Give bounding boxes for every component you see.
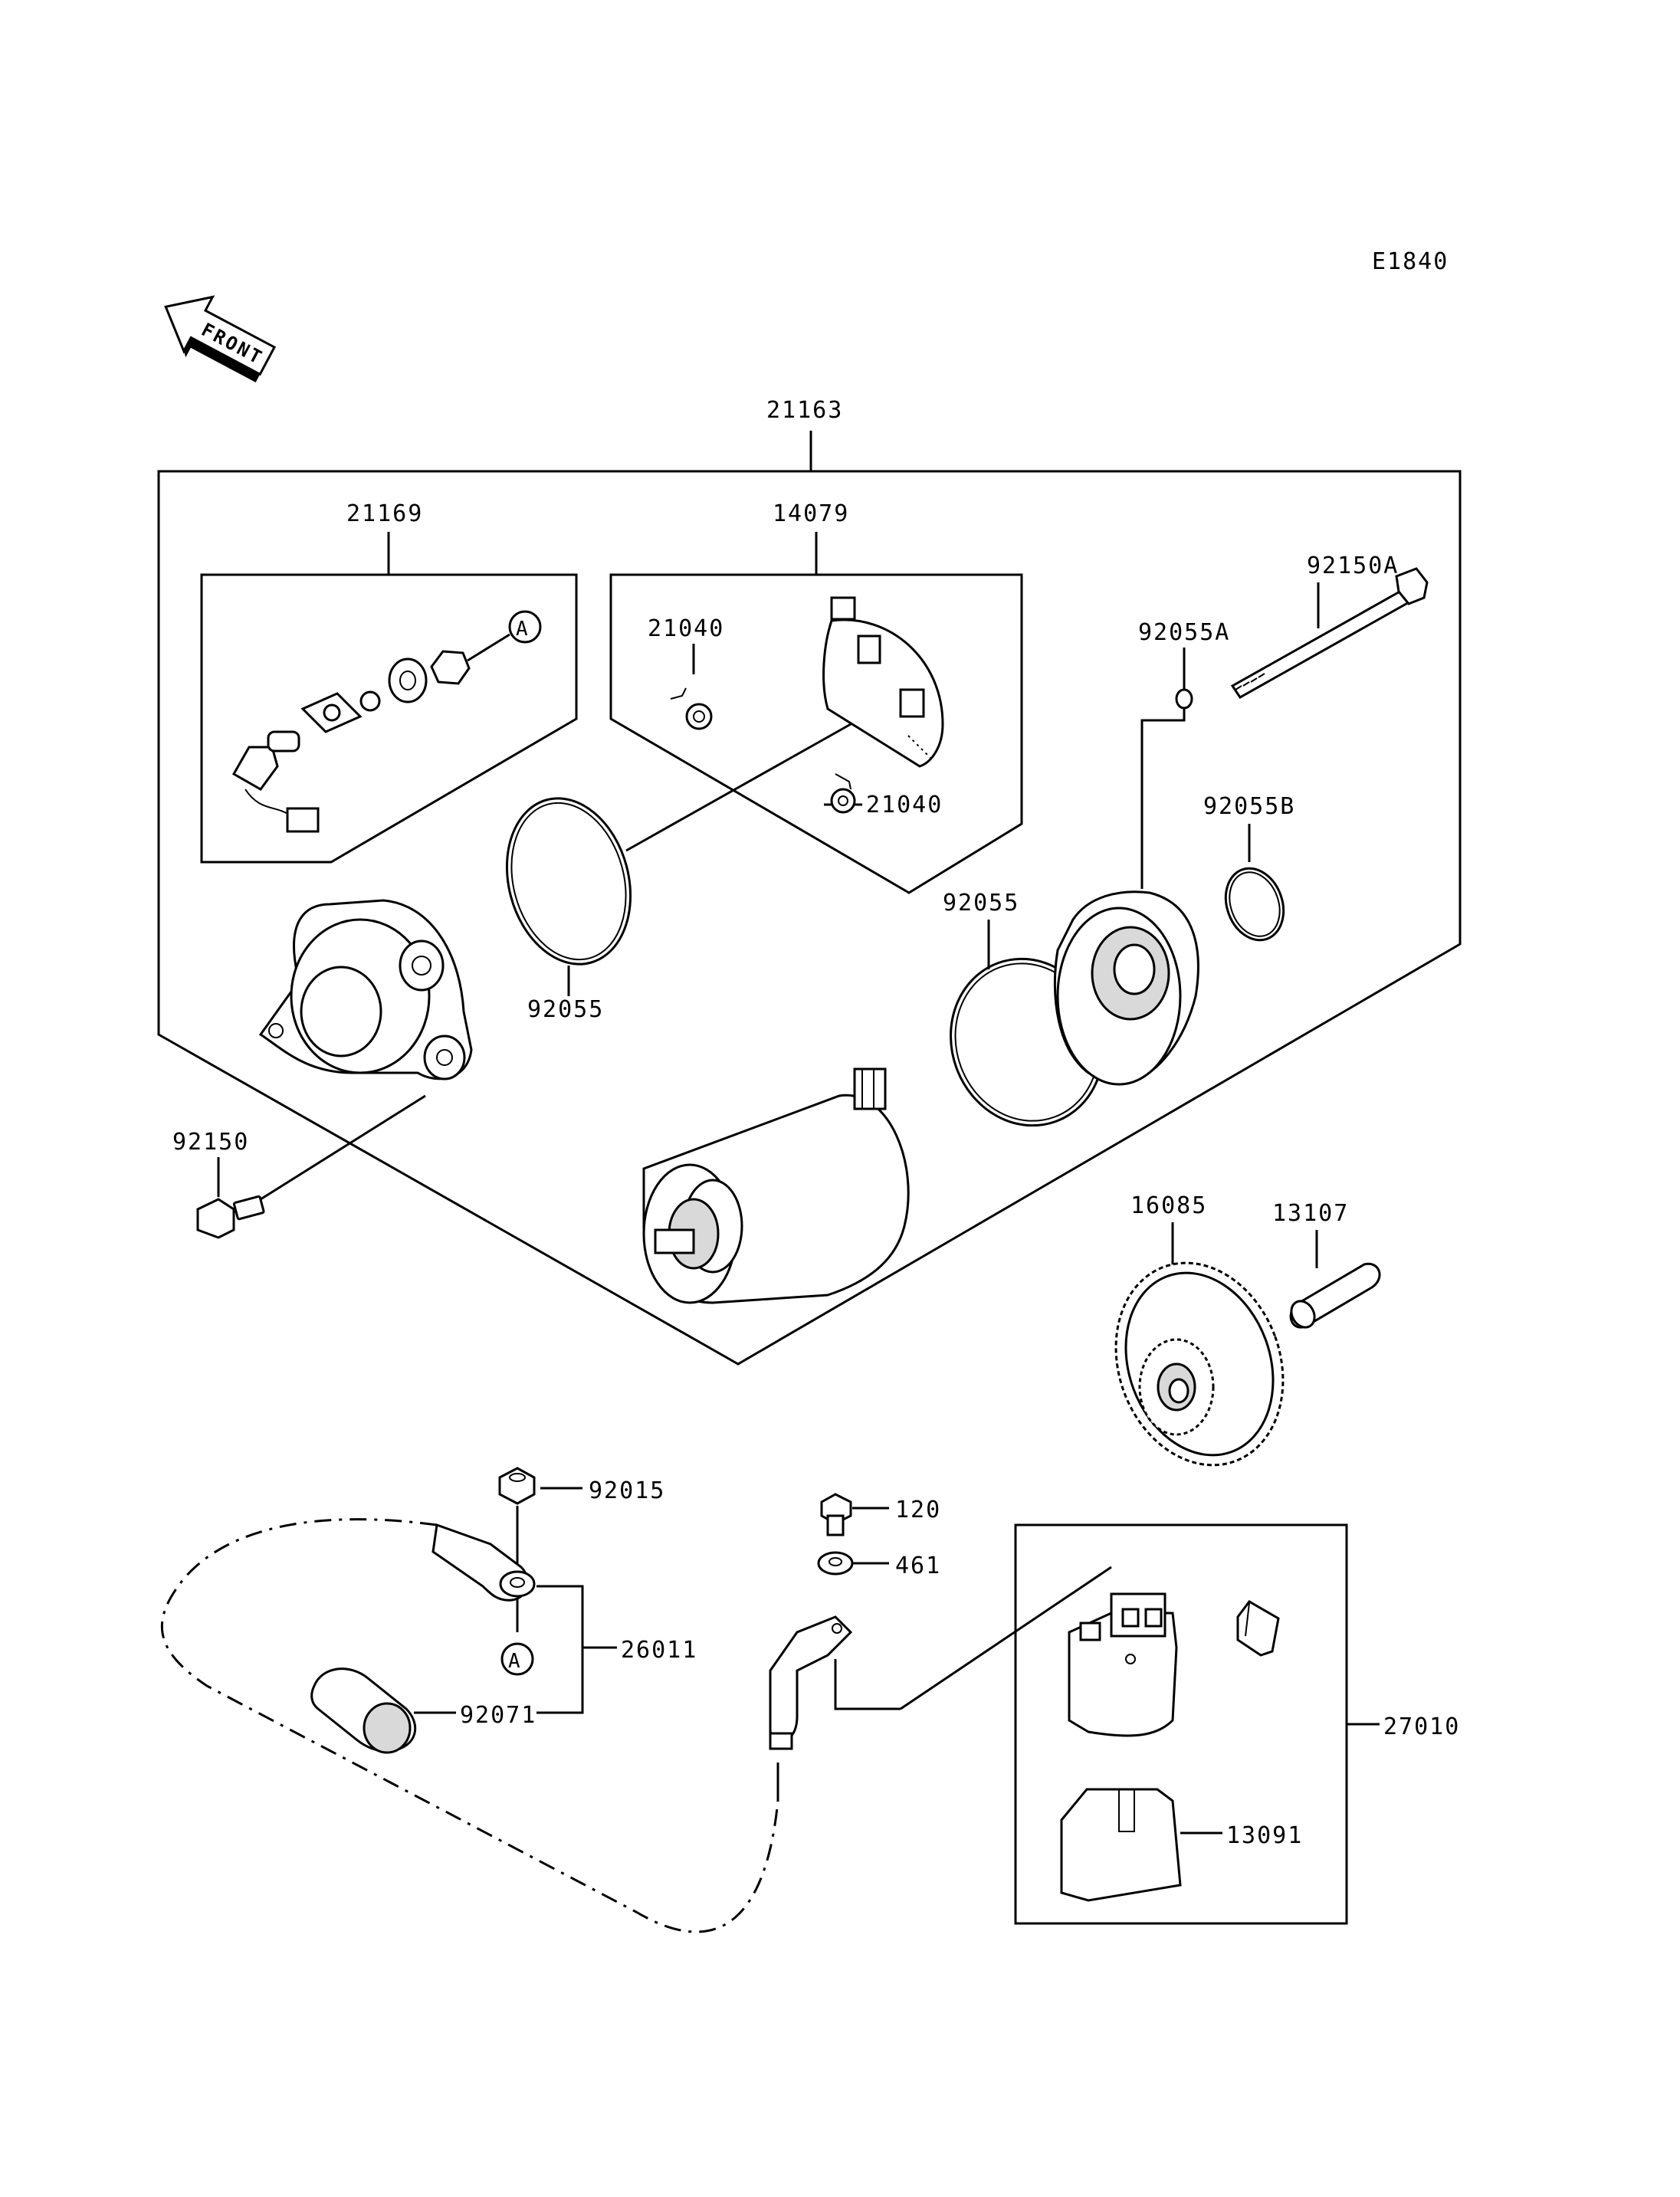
gear-shaft-13107: 13107 xyxy=(1272,1200,1381,1329)
part-13107-label: 13107 xyxy=(1272,1200,1349,1227)
through-bolt-92150a: 92150A xyxy=(1230,553,1429,699)
part-120-label: 120 xyxy=(895,1497,941,1523)
armature xyxy=(642,1067,910,1304)
o-ring-92055-left: 92055 xyxy=(505,797,632,1023)
relay-bracket: 120 461 xyxy=(769,1493,1112,1750)
callout-a-label-2: A xyxy=(508,1650,520,1673)
starter-front-cover xyxy=(258,899,473,1080)
starter-assembly-group: 21163 xyxy=(157,397,1462,1366)
part-92015-label: 92015 xyxy=(589,1477,665,1504)
o-ring-92055b: 92055B xyxy=(1203,793,1295,942)
part-27010-label: 27010 xyxy=(1383,1713,1460,1740)
part-16085-label: 16085 xyxy=(1130,1192,1207,1219)
starter-idle-gear: 16085 xyxy=(1114,1192,1285,1467)
diagram-code: E1840 xyxy=(1372,248,1449,275)
starter-rear-cover xyxy=(1053,709,1199,1086)
starter-cable: 92015 A 26011 92071 xyxy=(160,1467,779,1933)
starter-relay-group: 27010 13091 xyxy=(1014,1523,1460,1925)
callout-a-icon xyxy=(508,610,542,644)
callout-a-label: A xyxy=(516,618,528,641)
callout-a-icon-2 xyxy=(500,1642,534,1676)
part-21169-label: 21169 xyxy=(346,500,423,527)
part-92150-label: 92150 xyxy=(172,1129,249,1156)
part-92055-label-b: 92055 xyxy=(943,890,1019,917)
brush-kit-group: 21169 A xyxy=(200,500,578,864)
part-92055-label-a: 92055 xyxy=(527,996,604,1023)
part-26011-label: 26011 xyxy=(621,1637,697,1664)
front-direction-arrow-icon: FRONT xyxy=(164,295,277,382)
part-21040-label-b: 21040 xyxy=(866,792,943,818)
part-92071-label: 92071 xyxy=(460,1702,536,1729)
part-92055b-label: 92055B xyxy=(1203,793,1295,820)
part-21040-label-a: 21040 xyxy=(648,615,724,642)
part-92150a-label: 92150A xyxy=(1307,553,1399,579)
part-461-label: 461 xyxy=(895,1553,941,1579)
part-21163-label: 21163 xyxy=(766,397,843,424)
small-o-ring-92055a: 92055A xyxy=(1138,619,1230,710)
part-14079-label: 14079 xyxy=(773,500,849,527)
brush-plate-group: 14079 21040 21040 xyxy=(609,500,1023,894)
part-92055a-label: 92055A xyxy=(1138,619,1230,646)
part-13091-label: 13091 xyxy=(1226,1822,1303,1849)
bolt-92150: 92150 xyxy=(172,1094,426,1239)
